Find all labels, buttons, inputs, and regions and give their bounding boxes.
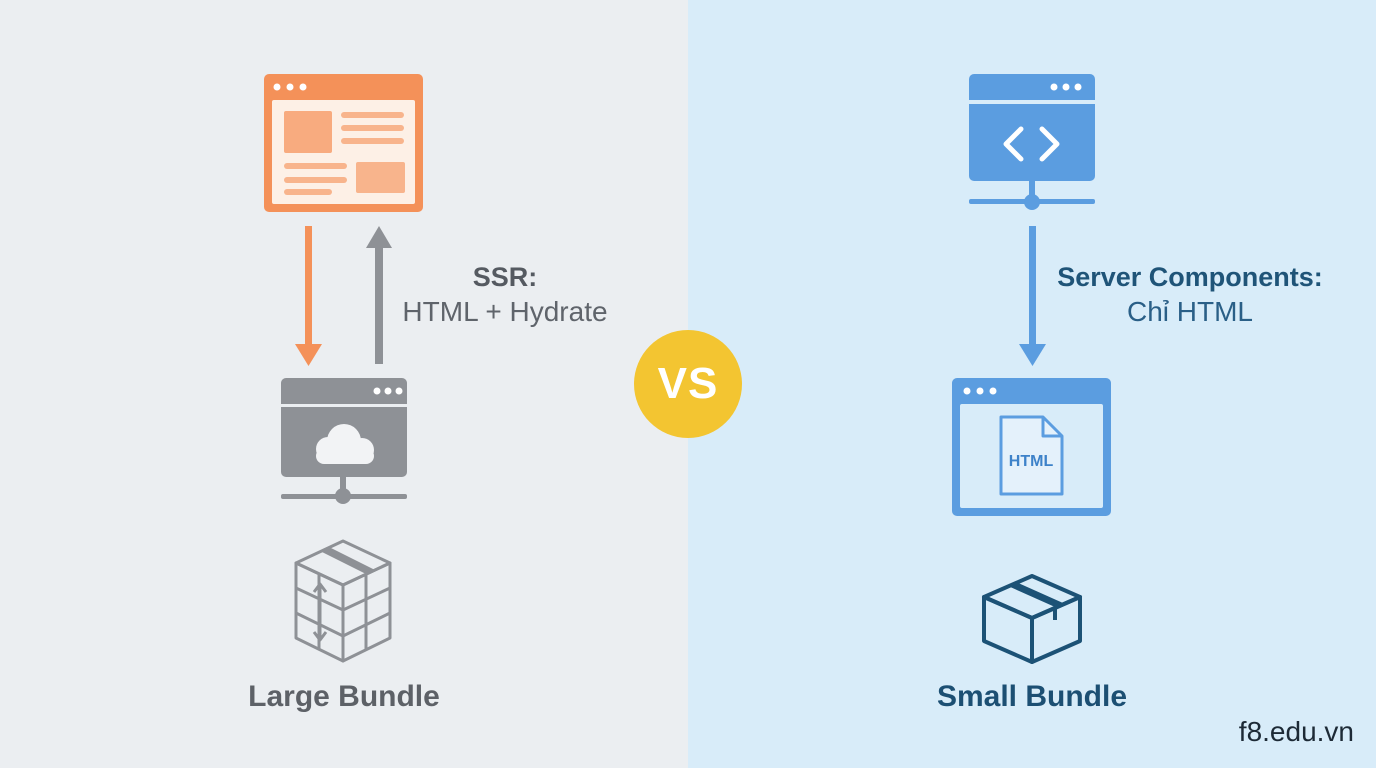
html-file-label: HTML [1009,453,1054,470]
arrow-up-icon [366,226,392,364]
vs-badge: VS [634,330,742,438]
ssr-title: SSR: [472,262,538,292]
server-components-title: Server Components: [1057,262,1323,292]
vs-label: VS [657,359,719,408]
html-file-window-icon: HTML [952,378,1111,516]
browser-window-icon [264,74,423,212]
large-bundle-label: Large Bundle [248,680,440,713]
server-components-subtitle: Chỉ HTML [1126,296,1253,327]
watermark: f8.edu.vn [1238,716,1354,747]
small-box-icon [982,574,1082,664]
arrow-down-icon [1019,226,1046,366]
arrow-down-icon [295,226,322,366]
code-server-icon [969,74,1095,210]
cloud-server-icon [281,378,407,504]
ssr-subtitle: HTML + Hydrate [402,296,608,327]
small-bundle-label: Small Bundle [936,680,1128,713]
large-box-icon [294,539,392,663]
